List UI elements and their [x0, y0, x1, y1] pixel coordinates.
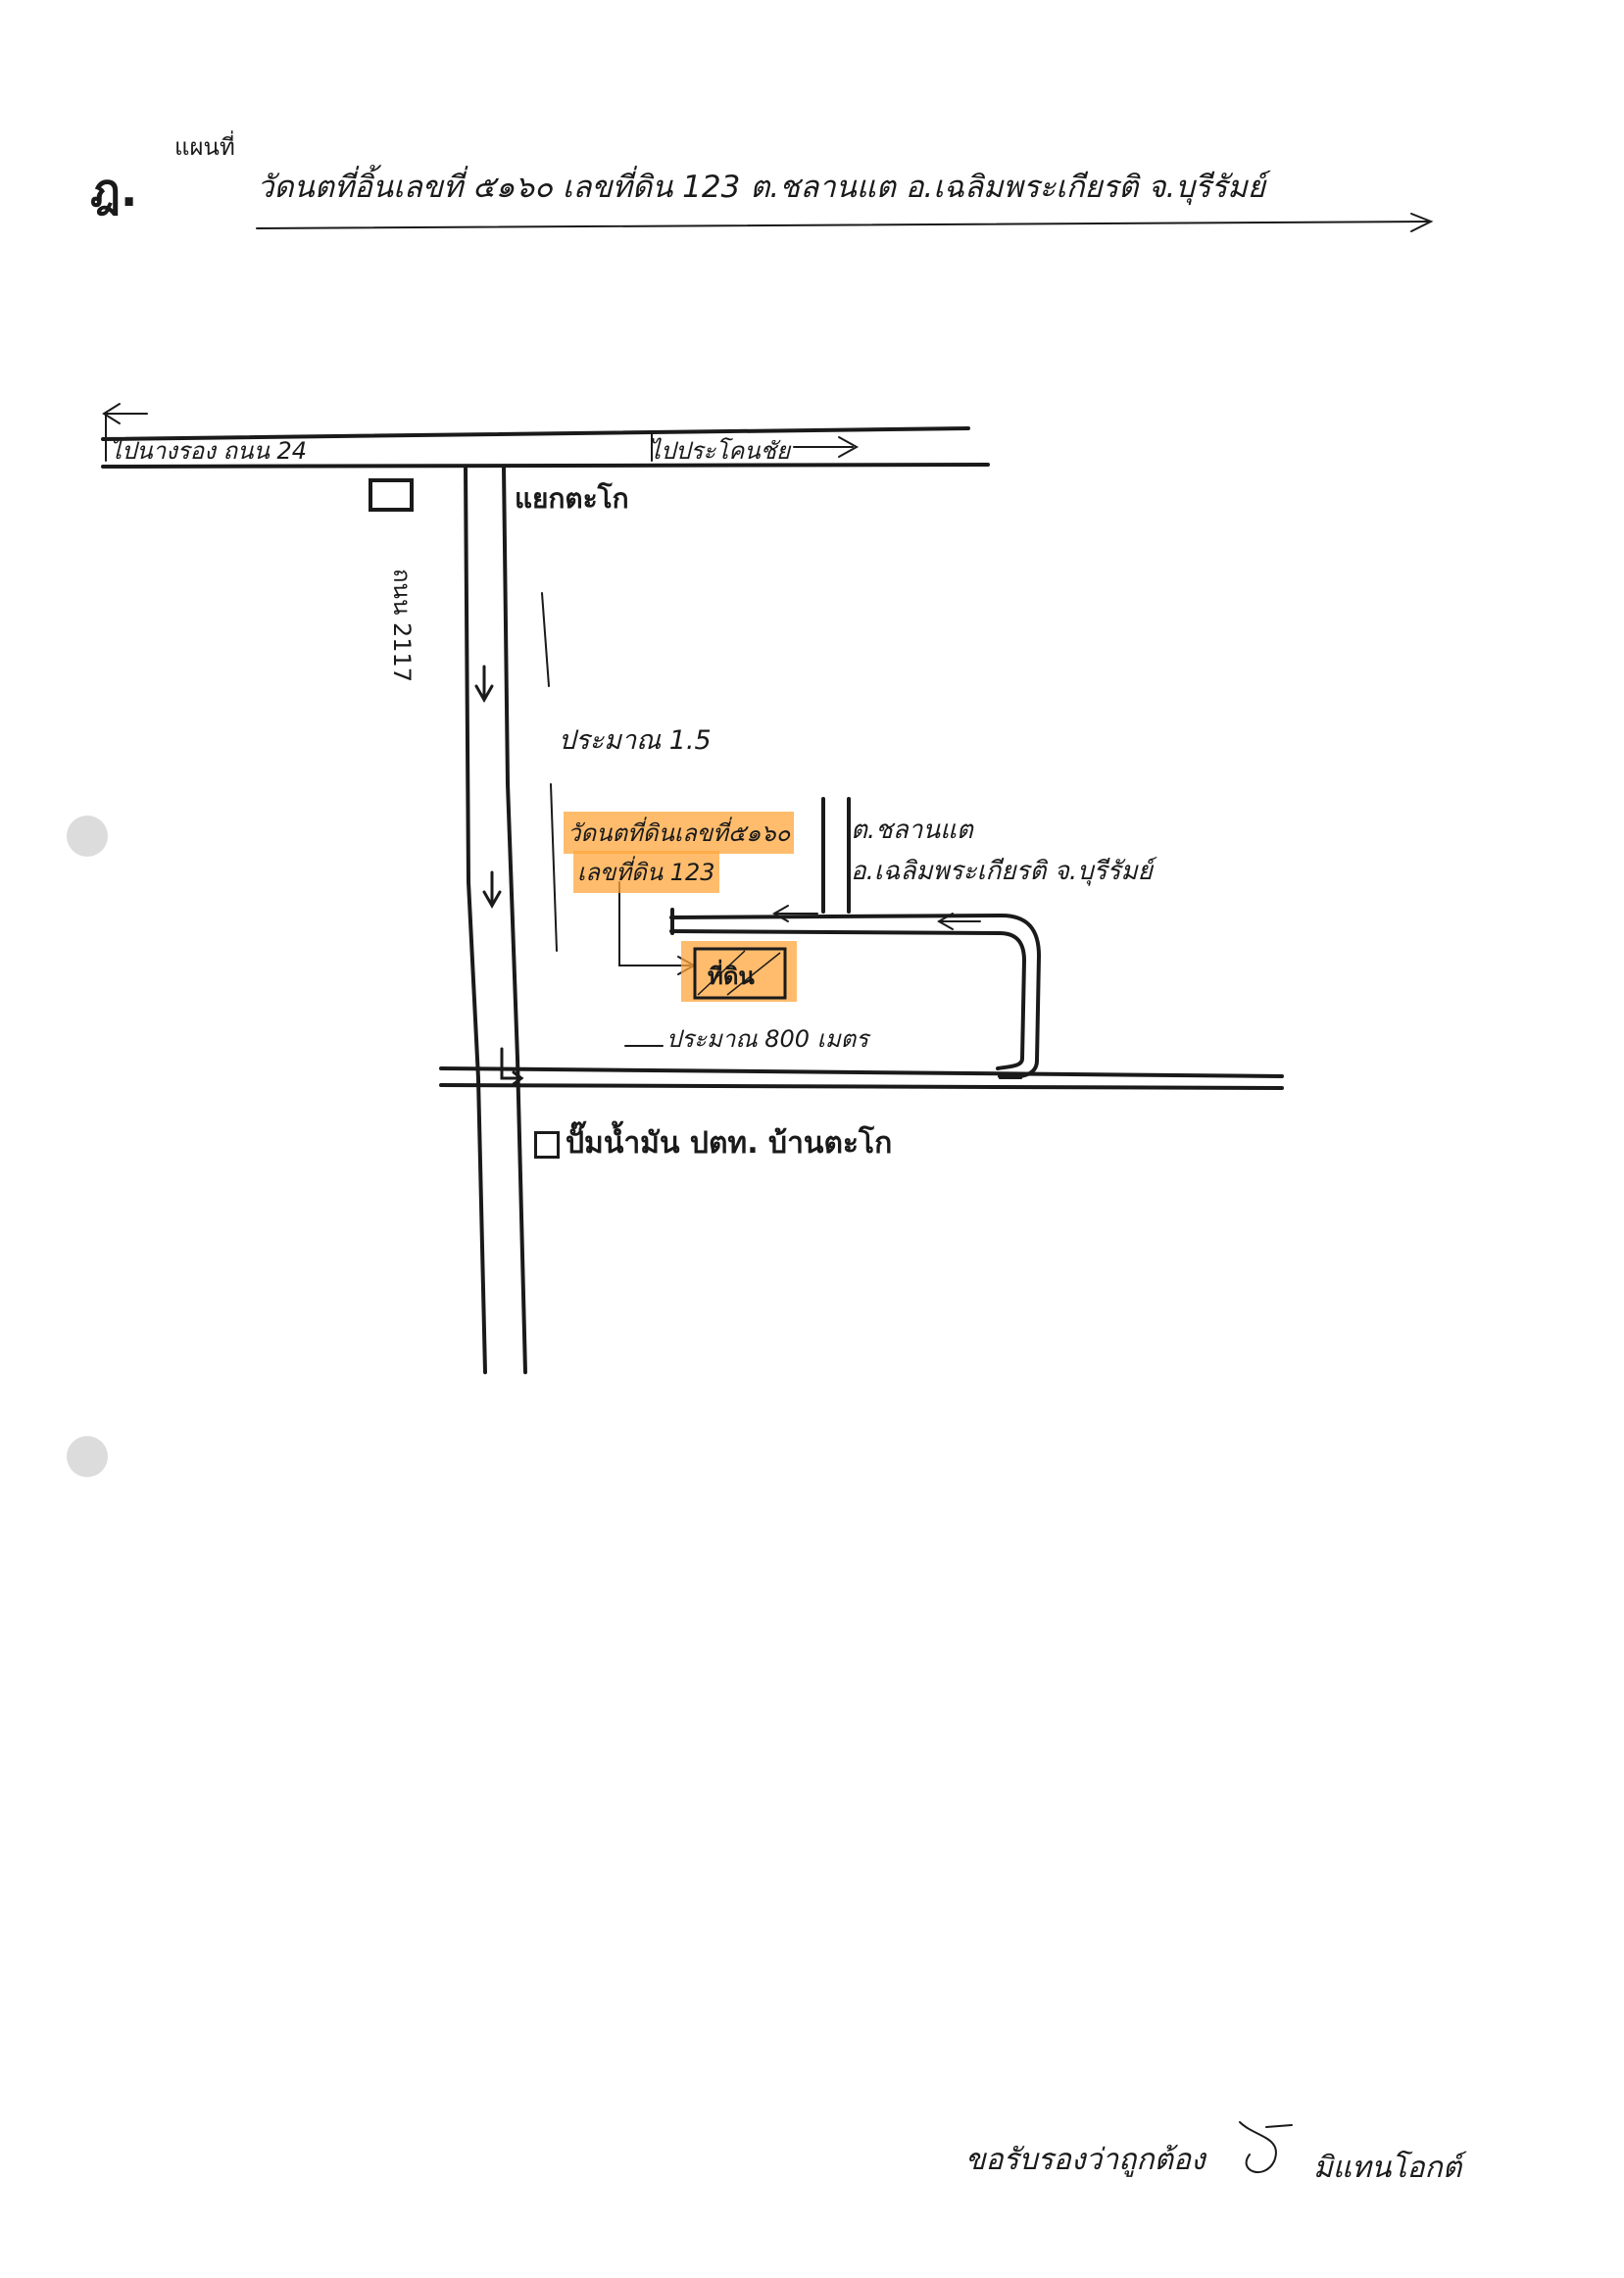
landmark-text: ปั๊มน้ำมัน ปตท. บ้านตะโก: [566, 1126, 893, 1161]
side-arrow-2-icon: [936, 913, 954, 930]
landmark-label: ปั๊มน้ำมัน ปตท. บ้านตะโก: [534, 1120, 892, 1166]
parcel-hatch-1: [697, 950, 746, 996]
down-arrow-2-icon: [482, 890, 502, 910]
header-arrow-icon: [1410, 213, 1434, 232]
vertical-road-label: ถนน 2117: [388, 569, 416, 683]
left-direction-label: ไปนางรอง ถนน 24: [110, 437, 308, 465]
signature-name: มิแทนโอกต์: [1313, 2151, 1462, 2185]
landmark-square: [369, 478, 414, 512]
parcel-pointer: [618, 881, 691, 966]
down-arrow-1-icon: [474, 684, 494, 704]
district-label: อ.เฉลิมพระเกียรติ จ.บุรีรัมย์: [851, 857, 1153, 886]
side-road-outer: [669, 913, 1042, 1079]
punch-hole-2: [67, 1436, 108, 1477]
right-direction-label: ไปประโคนชัย: [649, 437, 791, 465]
signature-text: ขอรับรองว่าถูกต้อง: [965, 2143, 1206, 2177]
landmark-checkbox-icon: [534, 1130, 560, 1159]
distance-bar-2: [550, 783, 558, 952]
road-bottom-upper: [439, 1066, 1284, 1078]
signature-mark: [1239, 2121, 1293, 2173]
parcel-box: [693, 947, 787, 1000]
header-underline: [256, 221, 1430, 229]
right-arrow-icon: [838, 436, 860, 458]
distance-south-label: ประมาณ 800 เมตร: [666, 1025, 869, 1053]
parcel-label-line2: เลขที่ดิน 123: [573, 851, 719, 893]
road-top-upper: [101, 426, 970, 441]
distance-north-label: ประมาณ 1.5: [559, 725, 712, 756]
side-road-inner: [669, 929, 1027, 1070]
punch-hole-1: [67, 816, 108, 857]
road-top-lower: [101, 463, 990, 469]
road-bottom-lower: [439, 1083, 1284, 1090]
vertical-road-right: [502, 465, 527, 1374]
vertical-road-left: [464, 465, 487, 1374]
subdistrict-label: ต.ชลานแต: [851, 816, 973, 845]
house-label: ที่ดิน: [708, 963, 755, 990]
distance-bar-1: [541, 592, 550, 687]
turn-arrow-icon: [500, 1047, 521, 1080]
side-arrow-1-icon: [771, 905, 789, 922]
parcel-label-line1: วัดนตที่ดินเลขที่๕๑๖๐: [564, 812, 795, 854]
junction-label: แยกตะโก: [515, 482, 629, 515]
turn-arrow-head: [512, 1070, 524, 1086]
map-label: แผนที่: [174, 133, 235, 161]
left-arrow-icon: [102, 403, 121, 424]
header-description: วัดนตที่อิ้นเลขที่ ๕๑๖๐ เลขที่ดิน 123 ต.…: [257, 170, 1265, 205]
parcel-hatch-2: [726, 952, 781, 996]
item-letter: ฎ.: [90, 164, 138, 217]
